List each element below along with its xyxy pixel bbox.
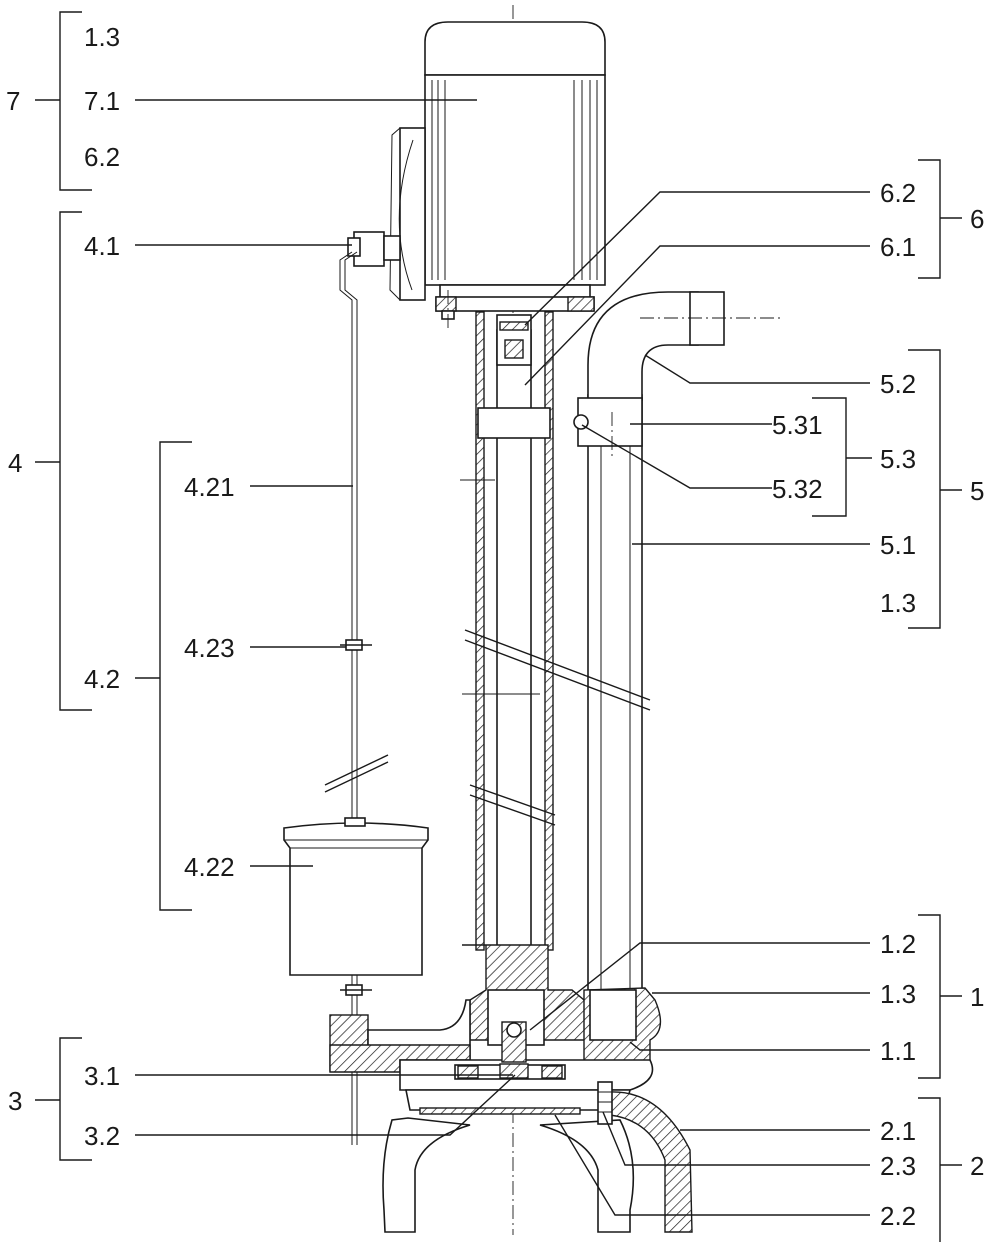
shaft-coupling [496,314,532,366]
label-6: 6 [970,204,984,234]
motor-flange [435,290,595,330]
label-4-21: 4.21 [184,472,235,502]
label-5-3: 5.3 [880,444,916,474]
discharge-pipe [573,291,780,1016]
motor [389,21,606,301]
label-1-1: 1.1 [880,1036,916,1066]
label-1-3-mid: 1.3 [880,588,916,618]
label-5-2: 5.2 [880,369,916,399]
label-7: 7 [6,86,20,116]
label-2-1: 2.1 [880,1116,916,1146]
label-1-2: 1.2 [880,929,916,959]
column-pipe [460,311,554,990]
label-5-31: 5.31 [772,410,823,440]
label-2-2: 2.2 [880,1201,916,1231]
label-3: 3 [8,1086,22,1116]
level-switch [283,231,429,1145]
label-5-1: 5.1 [880,530,916,560]
label-3-1: 3.1 [84,1061,120,1091]
label-7-1: 7.1 [84,86,120,116]
label-4-1: 4.1 [84,231,120,261]
label-4: 4 [8,448,22,478]
leader-lines [135,99,870,1216]
label-1-3-low: 1.3 [880,979,916,1009]
label-4-23: 4.23 [184,633,235,663]
label-6-2-left: 6.2 [84,142,120,172]
suction-cover [382,1081,693,1233]
label-1: 1 [970,982,984,1012]
label-6-2-right: 6.2 [880,178,916,208]
label-5-32: 5.32 [772,474,823,504]
label-1-3-top: 1.3 [84,22,120,52]
label-5: 5 [970,476,984,506]
label-2-3: 2.3 [880,1151,916,1181]
label-6-1: 6.1 [880,232,916,262]
label-4-2: 4.2 [84,664,120,694]
label-3-2: 3.2 [84,1121,120,1151]
break-marks [464,629,651,826]
label-4-22: 4.22 [184,852,235,882]
group-brackets [35,11,962,1242]
label-2: 2 [970,1151,984,1181]
